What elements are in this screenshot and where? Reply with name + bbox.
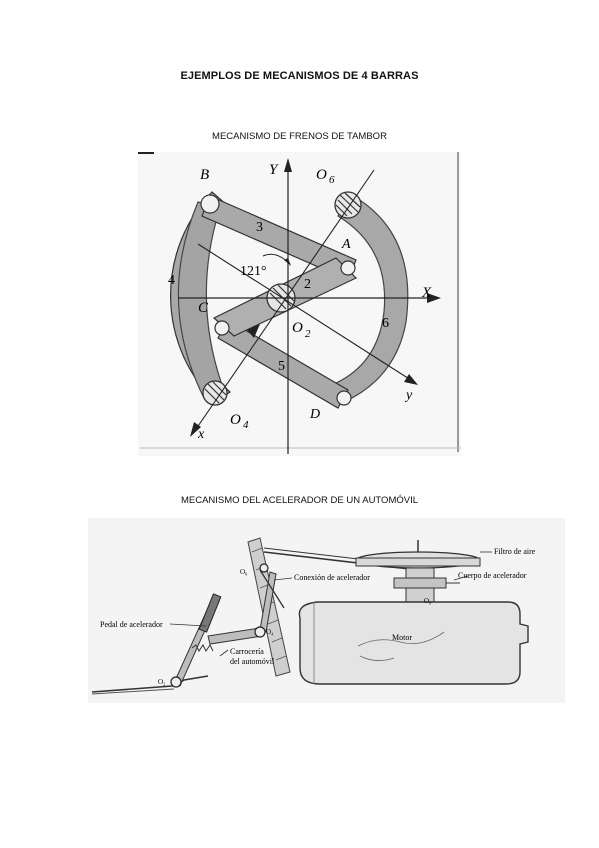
- pivot-a: [340, 260, 356, 276]
- label-link-3: 3: [256, 220, 263, 235]
- label-air-filter: Filtro de aire: [494, 547, 536, 556]
- rotated-x-axis: [193, 169, 375, 433]
- label-o8: O₈: [424, 597, 432, 605]
- pivot-c: [214, 320, 230, 336]
- label-o6: O₆: [240, 568, 248, 576]
- label-link-6: 6: [382, 316, 389, 331]
- drum-brake-caption: MECANISMO DE FRENOS DE TAMBOR: [212, 131, 387, 142]
- label-rotated-x-axis: x: [197, 427, 205, 442]
- label-o6-subscript: 6: [329, 174, 335, 186]
- pedal-pad: [198, 593, 222, 633]
- label-rotated-y-axis: y: [404, 388, 413, 403]
- label-o4-subscript: 4: [243, 419, 249, 431]
- page-title: EJEMPLOS DE MECANISMOS DE 4 BARRAS: [180, 70, 419, 82]
- label-x-axis: X: [421, 285, 432, 301]
- label-car-body-line1: Carrocería: [230, 647, 264, 656]
- label-link-5: 5: [278, 359, 285, 374]
- label-car-body-line2: del automóvil: [230, 657, 275, 666]
- label-y-axis: Y: [269, 162, 279, 178]
- rotated-y-axis: [197, 243, 415, 383]
- label-o2: O₂: [158, 678, 166, 686]
- label-o2: O: [292, 320, 303, 336]
- label-o4: O: [230, 412, 241, 428]
- label-engine: Motor: [392, 633, 412, 642]
- label-link-4: 4: [168, 273, 175, 288]
- pivot-o2: [170, 676, 182, 688]
- accelerator-figure: Filtro de aire O₆ Conexión de acelerador…: [88, 518, 565, 703]
- label-d: D: [309, 407, 320, 422]
- label-angle: 121°: [240, 264, 267, 279]
- pivot-o4: [254, 626, 266, 638]
- label-accelerator-pedal: Pedal de acelerador: [100, 620, 163, 629]
- label-link-2: 2: [304, 277, 311, 292]
- label-throttle-link: Conexión de acelerador: [294, 573, 370, 582]
- pivot-b: [200, 194, 220, 214]
- pivot-d: [336, 390, 352, 406]
- label-o4: O₄: [266, 628, 274, 636]
- label-o2-subscript: 2: [305, 328, 311, 340]
- label-c: C: [198, 300, 209, 316]
- pivot-o6: [334, 191, 362, 219]
- label-a: A: [341, 237, 351, 252]
- pivot-o6: [259, 563, 269, 573]
- drum-brake-figure: B Y O 6 A 3 4 121° 2 X C O 2 6 5 y x O 4…: [138, 152, 461, 456]
- label-b: B: [200, 167, 209, 183]
- pivot-o4: [202, 380, 228, 406]
- accelerator-caption: MECANISMO DEL ACELERADOR DE UN AUTOMÓVIL: [180, 495, 419, 506]
- label-throttle-body: Cuerpo de acelerador: [458, 571, 527, 580]
- engine-block: [298, 601, 529, 685]
- label-o6: O: [316, 167, 327, 183]
